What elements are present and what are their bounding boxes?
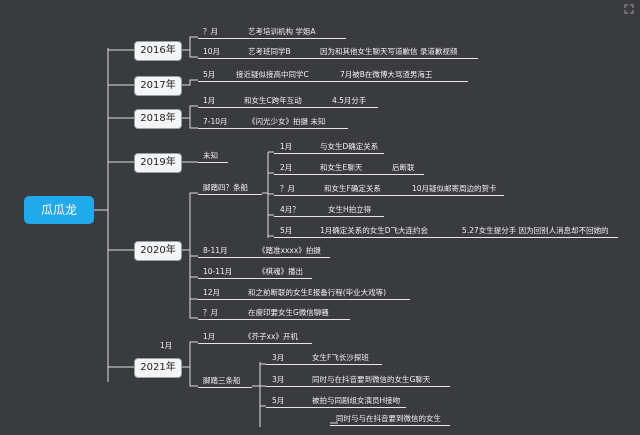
- node-label: 2018年: [140, 113, 176, 124]
- item-underline: [198, 162, 228, 163]
- item-text: 和之前断联的女生E报备行程(毕业大戏等): [248, 288, 387, 297]
- item-time: 5月: [203, 70, 216, 79]
- item-underline: [266, 364, 382, 365]
- item-underline: [198, 58, 478, 59]
- item-time: 12月: [203, 288, 221, 297]
- item-underline: [274, 195, 504, 196]
- item-text: 与女生D确定关系: [320, 142, 379, 151]
- item-underline: [198, 38, 346, 39]
- node-label: 2016年: [140, 45, 176, 56]
- item-text: 接近疑似接高中同学C: [236, 70, 309, 79]
- item-time: 7-10月: [203, 117, 228, 126]
- item-underline: [198, 343, 312, 344]
- expand-icon[interactable]: [624, 4, 634, 17]
- item-text: 和女生E聊天: [320, 163, 363, 172]
- item-underline: [198, 107, 378, 108]
- node-label: 2017年: [140, 80, 176, 91]
- item-time: 2月: [280, 163, 293, 172]
- item-underline: [330, 425, 450, 426]
- node-2018[interactable]: 2018年: [134, 109, 182, 129]
- item-text-2: 7月被B在微博大骂渣男海王: [340, 70, 433, 79]
- node-2016[interactable]: 2016年: [134, 41, 182, 61]
- root-label: 瓜瓜龙: [40, 203, 77, 217]
- item-underline: [198, 299, 410, 300]
- item-text: 《芥子xx》开机: [244, 332, 298, 341]
- item-text-2: 后断联: [392, 163, 415, 172]
- item-text: 艺考班同学B: [248, 47, 291, 56]
- item-time: ？月: [203, 27, 218, 36]
- item-text-2: 4.5月分手: [332, 96, 367, 105]
- item-underline: [198, 387, 252, 388]
- item-text: 《踏准xxxx》拍摄: [258, 246, 321, 255]
- item-text: 女生F飞长沙探班: [312, 353, 369, 362]
- node-label: 2020年: [140, 245, 176, 256]
- item-underline: [274, 237, 618, 238]
- item-underline: [198, 319, 350, 320]
- item-time: ？月: [203, 308, 218, 317]
- item-text: 艺考培训机构 学姐A: [248, 27, 316, 36]
- group-label: 脚踏三条船: [203, 376, 241, 385]
- node-2017[interactable]: 2017年: [134, 76, 182, 96]
- item-text: 同时与与在抖音要到微信的女生: [336, 414, 441, 423]
- item-text-2: 5.27女生提分手 因为回别人消息却不回她的: [462, 226, 609, 235]
- group-label: 脚踏四？条船: [203, 183, 248, 192]
- item-underline: [274, 153, 384, 154]
- item-text: 和女生F确定关系: [324, 184, 381, 193]
- item-time: 3月: [272, 375, 285, 384]
- node-label: 2021年: [140, 362, 176, 373]
- item-underline: [266, 407, 406, 408]
- item-time: 4月？: [280, 205, 300, 214]
- item-time: 1月: [203, 332, 216, 341]
- item-underline: [198, 81, 468, 82]
- item-underline: [198, 278, 312, 279]
- item-time: 5月: [272, 396, 285, 405]
- item-underline: [198, 257, 330, 258]
- item-time: 5月: [280, 226, 293, 235]
- side-label: 1月: [160, 341, 173, 350]
- item-time: 10-11月: [203, 267, 233, 276]
- item-text: 1月确定关系的女生D飞大连约会: [320, 226, 429, 235]
- item-text-2: 因为和其他女生聊天写道歉信 录道歉视频: [320, 47, 458, 56]
- item-time: 3月: [272, 353, 285, 362]
- item-time: 1月: [203, 96, 216, 105]
- item-time: 10月: [203, 47, 221, 56]
- item-text: 未知: [203, 151, 218, 160]
- item-text: 《棋魂》播出: [258, 267, 303, 276]
- item-time: 8-11月: [203, 246, 228, 255]
- item-time: ？月: [280, 184, 295, 193]
- item-text: 在瘦印要女生G微信聊骚: [248, 308, 329, 317]
- node-2019[interactable]: 2019年: [134, 153, 182, 173]
- item-text-2: 10月疑似邮寄周边的贺卡: [412, 184, 497, 193]
- item-text: 被拍与同剧组女演员H接吻: [312, 396, 401, 405]
- item-underline: [198, 194, 262, 195]
- node-label: 2019年: [140, 157, 176, 168]
- node-2021[interactable]: 2021年: [134, 358, 182, 378]
- item-text: 同时与在抖音要到微信的女生G聊天: [312, 375, 431, 384]
- root-node[interactable]: 瓜瓜龙: [24, 196, 94, 224]
- item-underline: [274, 174, 424, 175]
- item-underline: [266, 386, 450, 387]
- item-underline: [198, 128, 348, 129]
- item-text: 和女生C跨年互动: [244, 96, 302, 105]
- item-text: 女生H拍立得: [328, 205, 372, 214]
- expand-icon-glyph: [624, 4, 634, 14]
- item-time: 1月: [280, 142, 293, 151]
- node-2020[interactable]: 2020年: [134, 241, 182, 261]
- item-text: 《闪光少女》拍摄 未知: [248, 117, 326, 126]
- item-underline: [274, 216, 384, 217]
